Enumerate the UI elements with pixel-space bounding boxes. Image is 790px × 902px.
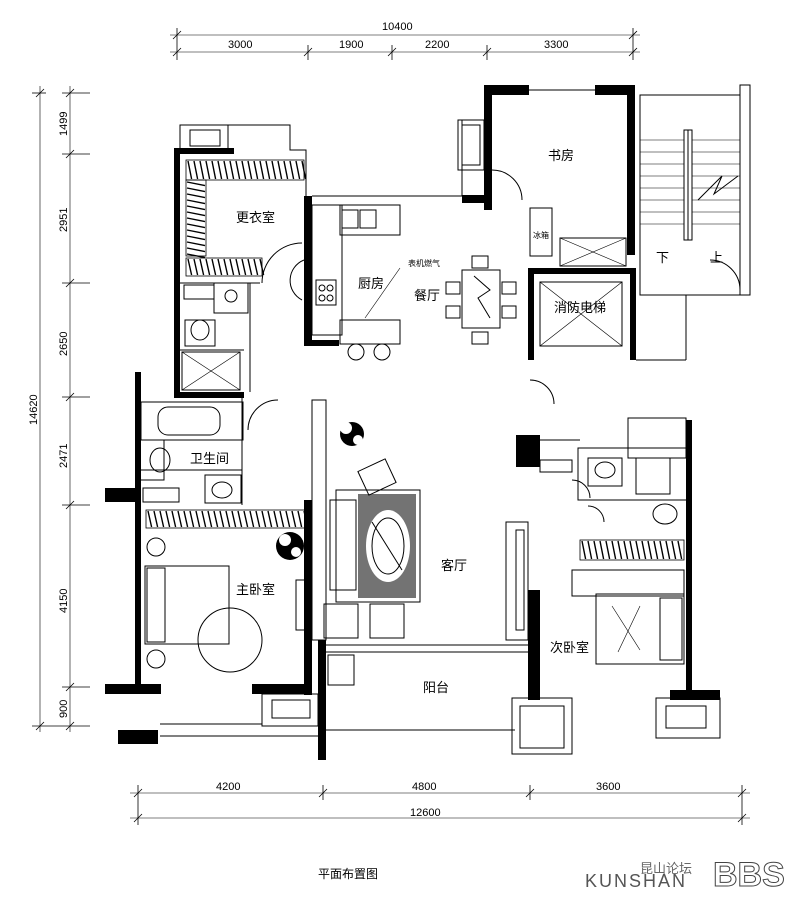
walls xyxy=(105,85,720,760)
watermark-en: KUNSHAN xyxy=(585,871,688,891)
room-label-kitchen: 厨房 xyxy=(358,276,384,292)
dim-top-seg-3: 2200 xyxy=(425,39,449,51)
room-label-master-bedroom: 主卧室 xyxy=(236,582,275,598)
dim-bottom-seg-3: 3600 xyxy=(596,781,620,793)
bottom-dimension-chain: 4200 4800 3600 12600 xyxy=(130,781,750,825)
dim-top-seg-1: 3000 xyxy=(228,39,252,51)
dim-top-seg-4: 3300 xyxy=(544,39,568,51)
dim-left-seg-6: 900 xyxy=(58,700,70,718)
dim-left-seg-3: 2650 xyxy=(58,332,70,356)
room-label-dining: 餐厅 xyxy=(414,288,440,304)
thin-outlines xyxy=(139,84,751,755)
dim-bottom-total: 12600 xyxy=(410,807,441,819)
dim-left-seg-1: 1499 xyxy=(58,112,70,136)
wardrobe-hatching xyxy=(145,159,685,561)
room-label-second-bedroom: 次卧室 xyxy=(550,640,589,656)
dim-left-total: 14620 xyxy=(28,394,40,425)
forum-watermark: 昆山论坛 KUNSHAN BBS xyxy=(585,856,785,896)
dim-left-seg-5: 4150 xyxy=(58,589,70,613)
room-label-balcony: 阳台 xyxy=(423,681,449,696)
watermark-bbs: BBS xyxy=(713,856,786,895)
label-kitchen-note: 表机燃气 xyxy=(408,258,440,268)
room-label-dressing: 更衣室 xyxy=(236,210,275,226)
room-label-study: 书房 xyxy=(548,148,574,164)
label-stair-up: 上 xyxy=(710,251,723,266)
top-dimension-chain: 10400 3000 1900 2200 3300 xyxy=(170,21,640,60)
plant-icon xyxy=(276,422,364,560)
dim-left-seg-4: 2471 xyxy=(58,444,70,468)
dim-bottom-seg-1: 4200 xyxy=(216,781,240,793)
room-label-living: 客厅 xyxy=(441,558,467,574)
dim-left-seg-2: 2951 xyxy=(58,208,70,232)
dim-top-seg-2: 1900 xyxy=(339,39,363,51)
dim-bottom-seg-2: 4800 xyxy=(412,781,436,793)
left-dimension-chain: 14620 1499 2951 2650 2471 4150 900 xyxy=(28,86,90,732)
watermark-cn: 昆山论坛 xyxy=(640,862,693,877)
living-rug xyxy=(358,494,416,598)
room-label-bathroom: 卫生间 xyxy=(190,452,229,467)
label-fridge: 冰箱 xyxy=(533,230,549,240)
room-labels: 更衣室 厨房 餐厅 书房 卫生间 主卧室 客厅 阳台 次卧室 消防电梯 冰箱 下… xyxy=(190,148,723,696)
drawing-caption: 平面布置图 xyxy=(318,867,379,881)
room-label-fire-elevator: 消防电梯 xyxy=(554,300,606,316)
dim-top-total: 10400 xyxy=(382,21,413,33)
label-stair-down: 下 xyxy=(656,251,669,266)
